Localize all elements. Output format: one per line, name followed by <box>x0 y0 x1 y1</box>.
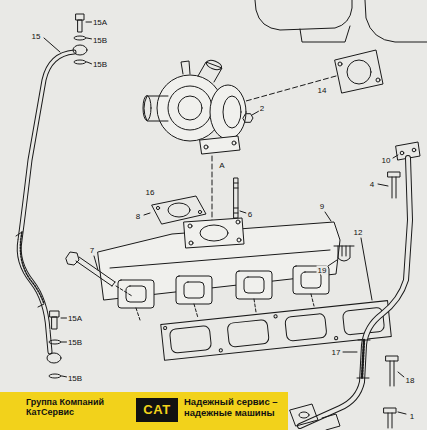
exhaust-elbow <box>365 0 427 42</box>
callout-number: 12 <box>353 228 364 237</box>
exhaust-elbow <box>300 26 350 42</box>
callout-number: 15B <box>92 36 108 45</box>
slogan: Надежный сервис – надежные машины <box>184 397 284 419</box>
callout-number: 14 <box>317 86 328 95</box>
brand-banner: Группа Компаний КатСервис Надежный сервис… <box>0 392 288 430</box>
bolt <box>66 252 132 296</box>
bolt <box>386 356 398 386</box>
callout-number: 2 <box>259 104 265 113</box>
stud <box>234 178 238 218</box>
company-name: Группа Компаний КатСервис <box>26 397 130 418</box>
banjo-fitting <box>47 14 87 378</box>
callout-number: 17 <box>331 348 342 357</box>
flange <box>290 404 396 430</box>
exhaust-elbow <box>255 0 352 30</box>
center-line <box>246 76 336 101</box>
callout-number: 1 <box>409 412 415 421</box>
logo-text: CAT <box>143 403 170 418</box>
turbocharger <box>143 59 246 154</box>
callout-number: 6 <box>247 210 253 219</box>
callout-number: 16 <box>145 188 156 197</box>
bolt <box>388 172 400 198</box>
callout-number: 18 <box>405 376 416 385</box>
clip <box>334 246 354 261</box>
oil-feed-pipe <box>16 52 74 352</box>
callout-number: 15B <box>92 60 108 69</box>
center-line <box>212 156 213 228</box>
callout-number: 9 <box>319 202 325 211</box>
callout-number: 15B <box>67 374 83 383</box>
callout-number: 15A <box>67 314 83 323</box>
callout-number: 8 <box>135 212 141 221</box>
callout-number: 19 <box>317 266 328 275</box>
oil-drain-pipe <box>300 158 410 426</box>
callout-number: A <box>218 161 225 170</box>
gasket <box>335 50 383 93</box>
callout-number: 15 <box>31 32 42 41</box>
callout-number: 7 <box>89 246 95 255</box>
brand-logo: CAT <box>136 398 178 422</box>
gasket <box>152 196 206 224</box>
callout-number: 15B <box>67 338 83 347</box>
exhaust-manifold <box>98 218 340 308</box>
callout-number: 10 <box>381 156 392 165</box>
callout-number: 4 <box>369 180 375 189</box>
callout-number: 15A <box>92 18 108 27</box>
